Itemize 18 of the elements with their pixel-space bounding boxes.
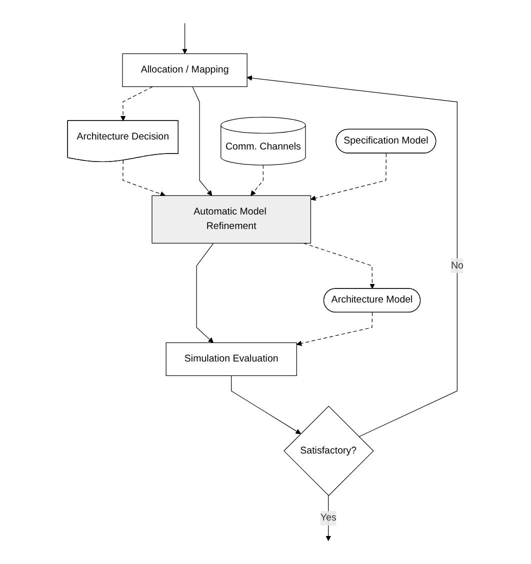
arrow — [120, 86, 153, 122]
node-box: Simulation Evaluation — [166, 342, 297, 376]
node-box: Automatic Model Refinement — [152, 195, 312, 244]
arrow — [303, 242, 375, 289]
arrow — [250, 164, 264, 196]
arrow — [196, 242, 214, 343]
arrow — [231, 375, 301, 434]
arrow — [192, 86, 212, 196]
node-diamond: Satisfactory? — [284, 406, 374, 496]
arrow — [122, 160, 166, 196]
arrow — [246, 75, 458, 438]
edge-label: Yes — [320, 512, 336, 524]
arrow — [182, 22, 188, 54]
edge-label: No — [450, 260, 464, 271]
arrow — [326, 495, 332, 542]
node-box: Allocation / Mapping — [122, 53, 248, 87]
arrow — [310, 153, 387, 201]
arrow — [296, 312, 373, 346]
